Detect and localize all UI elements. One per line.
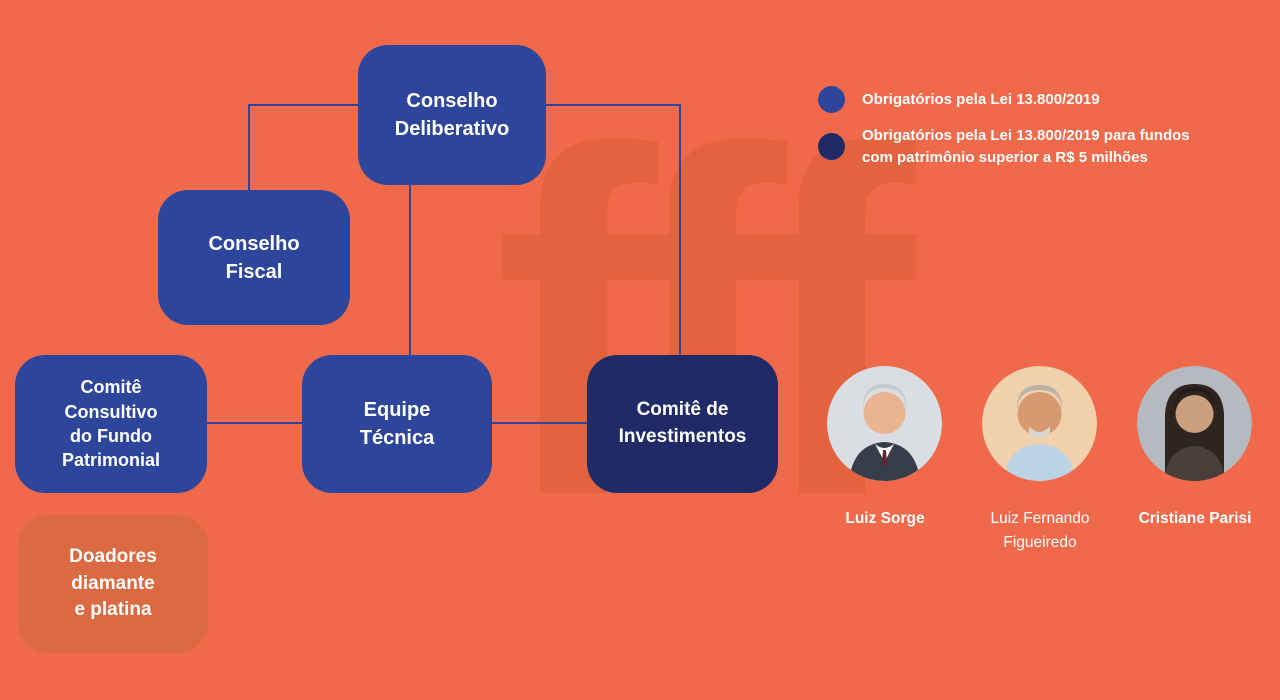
avatar-luiz-fernando-figueiredo xyxy=(982,366,1097,481)
node-label: Equipe Técnica xyxy=(359,399,435,449)
node-doadores-diamante-platina: Doadores diamante e platina xyxy=(18,515,208,653)
connector-line xyxy=(491,422,589,424)
connector-line xyxy=(545,104,681,106)
node-conselho-fiscal: Conselho Fiscal xyxy=(158,190,350,325)
avatar-luiz-sorge xyxy=(827,366,942,481)
person-cristiane-parisi: Cristiane Parisi xyxy=(1137,366,1252,531)
connector-line xyxy=(206,422,304,424)
person-luiz-fernando-figueiredo: Luiz Fernando Figueiredo xyxy=(982,366,1097,555)
avatar-cristiane-parisi xyxy=(1137,366,1252,481)
node-comite-consultivo: Comitê Consultivo do Fundo Patrimonial xyxy=(15,355,207,493)
person-name: Luiz Sorge xyxy=(845,510,925,527)
person-luiz-sorge: Luiz Sorge xyxy=(827,366,942,531)
legend-item-mandatory-over-5m: Obrigatórios pela Lei 13.800/2019 para f… xyxy=(818,125,1190,169)
node-comite-investimentos: Comitê de Investimentos xyxy=(587,355,778,493)
connector-line xyxy=(248,104,358,106)
legend: Obrigatórios pela Lei 13.800/2019 Obriga… xyxy=(818,86,1190,181)
connector-line xyxy=(679,104,681,357)
legend-item-mandatory: Obrigatórios pela Lei 13.800/2019 xyxy=(818,86,1190,113)
node-label: Comitê Consultivo do Fundo Patrimonial xyxy=(61,377,161,471)
node-conselho-deliberativo: Conselho Deliberativo xyxy=(358,45,546,185)
legend-dot-navy-icon xyxy=(818,133,845,161)
connector-line xyxy=(409,183,411,357)
person-name: Cristiane Parisi xyxy=(1138,510,1252,527)
connector-line xyxy=(248,104,250,192)
node-label: Conselho Fiscal xyxy=(208,232,300,283)
legend-dot-blue-icon xyxy=(818,86,845,113)
node-equipe-tecnica: Equipe Técnica xyxy=(302,355,492,493)
legend-item-label: Obrigatórios pela Lei 13.800/2019 xyxy=(862,90,1100,108)
legend-item-label: Obrigatórios pela Lei 13.800/2019 para f… xyxy=(862,127,1190,166)
node-label: Conselho Deliberativo xyxy=(394,90,510,140)
person-name: Luiz Fernando Figueiredo xyxy=(990,510,1090,552)
node-label: Doadores diamante e platina xyxy=(69,546,157,621)
node-label: Comitê de Investimentos xyxy=(618,399,747,447)
